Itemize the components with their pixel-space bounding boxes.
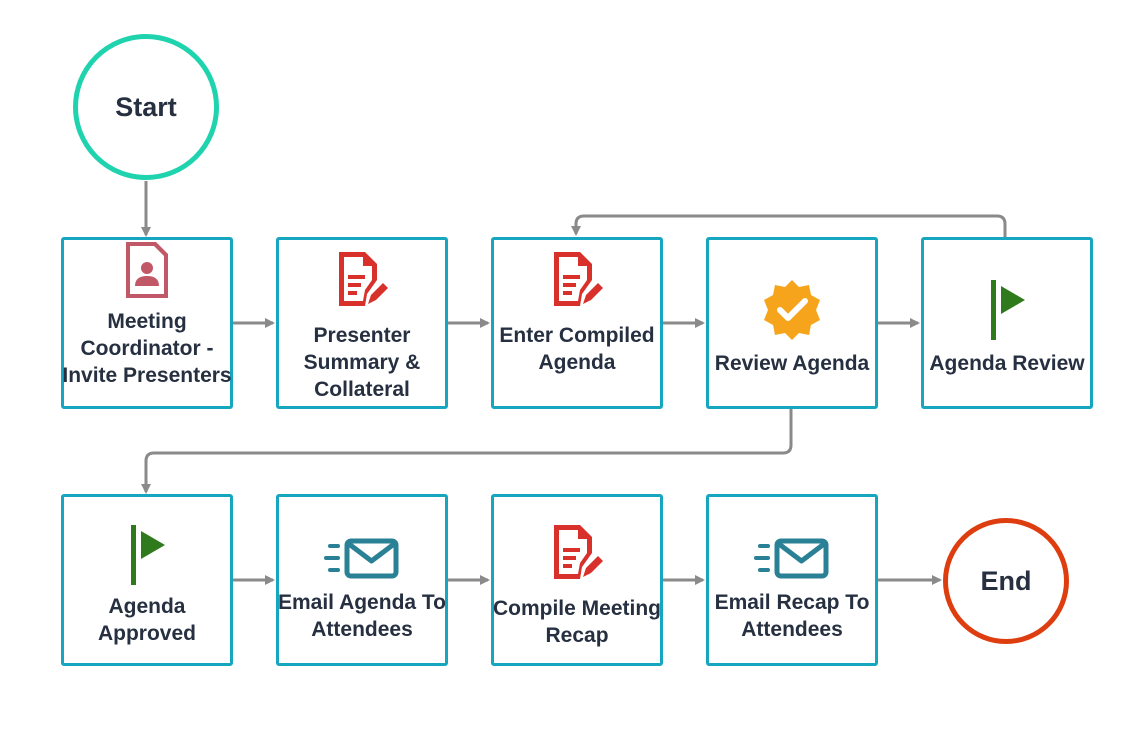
end-label: End [980,565,1032,596]
end-node[interactable]: End [943,518,1069,644]
node-label: Meeting Coordinator - Invite Presenters [62,310,232,387]
node-label: Email Agenda To Attendees [277,591,447,641]
edit-document-icon [494,250,660,312]
node-agenda-review[interactable]: Agenda Review [921,237,1093,409]
start-node[interactable]: Start [73,34,219,180]
connector-review-to-approved [141,409,793,494]
edit-document-icon [494,523,660,585]
flag-icon [64,523,230,587]
email-icon [279,538,445,580]
node-label: Presenter Summary & Collateral [303,324,421,401]
node-invite-presenters[interactable]: Meeting Coordinator - Invite Presenters [61,237,233,409]
node-compile-meeting-recap[interactable]: Compile Meeting Recap [491,494,663,666]
node-review-agenda[interactable]: Review Agenda [706,237,878,409]
node-label: Enter Compiled Agenda [499,324,655,374]
start-label: Start [115,91,177,122]
node-label: Agenda Review [929,352,1085,375]
verified-badge-icon [709,278,875,342]
node-email-agenda[interactable]: Email Agenda To Attendees [276,494,448,666]
contact-document-icon [64,240,230,300]
node-agenda-approved[interactable]: Agenda Approved [61,494,233,666]
node-label: Compile Meeting Recap [492,597,661,647]
email-icon [709,538,875,580]
node-label: Email Recap To Attendees [714,591,870,641]
node-email-recap[interactable]: Email Recap To Attendees [706,494,878,666]
node-label: Agenda Approved [97,595,196,645]
node-label: Review Agenda [714,352,870,375]
node-presenter-summary[interactable]: Presenter Summary & Collateral [276,237,448,409]
edit-document-icon [279,250,445,312]
connector-loop-back [571,214,1007,237]
flag-icon [924,278,1090,342]
node-enter-compiled-agenda[interactable]: Enter Compiled Agenda [491,237,663,409]
